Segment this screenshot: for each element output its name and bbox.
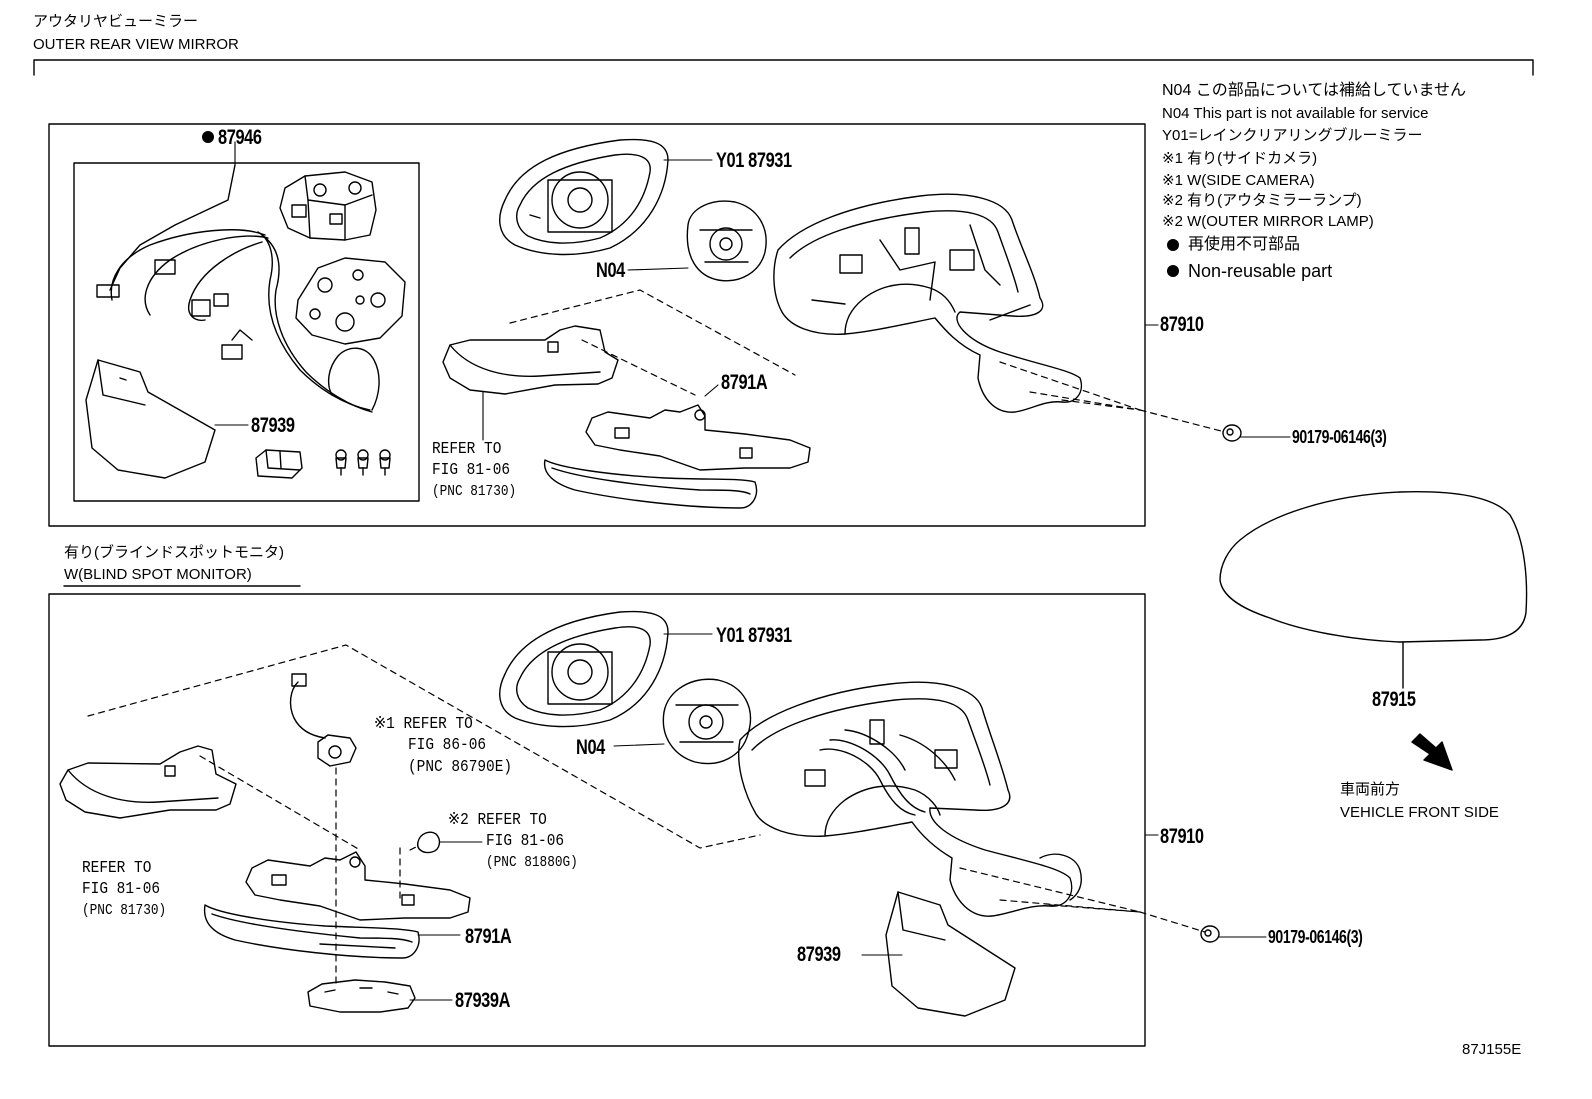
mounting-plate-icon — [296, 258, 405, 344]
label-8791a-top: 8791A — [721, 371, 768, 394]
note-k2-jp: ※2 有り(アウタミラーランプ) — [1162, 192, 1362, 209]
ref-lamp-line2: FIG 81-06 — [486, 832, 565, 851]
label-87946: 87946 — [218, 126, 262, 149]
note-y01: Y01=レインクリアリングブルーミラー — [1162, 127, 1423, 144]
top-leaders — [215, 142, 1290, 440]
label-87910-top: 87910 — [1160, 313, 1204, 336]
bottom-section-frame — [49, 594, 1145, 1046]
label-87915: 87915 — [1372, 688, 1416, 711]
mirror-actuator-bottom-icon — [663, 679, 750, 763]
label-y01-87931-top: Y01 87931 — [716, 149, 792, 172]
bottom-dashed-leaders — [88, 645, 1205, 985]
turn-signal-lens-top-icon — [545, 460, 757, 508]
note-n04-jp: N04 この部品については補給していません — [1162, 82, 1467, 99]
top-dashed-leaders — [510, 290, 1225, 432]
label-n04-top: N04 — [596, 259, 625, 282]
vehicle-front-arrow — [1412, 734, 1452, 770]
grommet-bottom-icon — [1201, 926, 1219, 942]
top-section-frame — [49, 124, 1145, 526]
mirror-glass-bottom-icon — [500, 612, 668, 727]
ref-top-line1: REFER TO — [432, 440, 502, 459]
ref-lamp-line1: ※2 REFER TO — [448, 811, 547, 830]
section2-title-en: W(BLIND SPOT MONITOR) — [64, 566, 252, 583]
label-n04-bottom: N04 — [576, 736, 605, 759]
note-k2-en: ※2 W(OUTER MIRROR LAMP) — [1162, 213, 1374, 230]
turn-signal-bracket-top-icon — [586, 405, 810, 470]
label-8791a-bottom: 8791A — [465, 925, 512, 948]
turn-signal-bracket-bottom-icon — [246, 852, 470, 920]
label-87939-bottom: 87939 — [797, 943, 841, 966]
note-n04-en: N04 This part is not available for servi… — [1162, 105, 1429, 122]
label-87939-top: 87939 — [251, 414, 295, 437]
wire-harness-icon — [97, 165, 379, 412]
direction-jp: 車両前方 — [1340, 781, 1401, 798]
mirror-glass-top-icon — [500, 140, 668, 255]
legend-dot-icon — [1167, 265, 1179, 277]
wire-harness-subbox — [74, 163, 419, 501]
note-k1-en: ※1 W(SIDE CAMERA) — [1162, 172, 1315, 189]
ref-bottom-line3: (PNC 81730) — [82, 902, 167, 919]
turn-signal-bottom-icon — [60, 746, 236, 818]
ref-camera-line1: ※1 REFER TO — [374, 715, 473, 734]
mirror-cover-icon — [1220, 492, 1527, 688]
turn-signal-top-icon — [443, 326, 618, 394]
figure-id: 87J155E — [1462, 1041, 1522, 1058]
motor-unit-icon — [280, 172, 376, 240]
label-87939a: 87939A — [455, 989, 511, 1012]
ref-top-line3: (PNC 81730) — [432, 483, 517, 500]
note-non-reusable-jp: 再使用不可部品 — [1188, 236, 1301, 253]
ref-top-line2: FIG 81-06 — [432, 461, 511, 480]
label-90179-top: 90179-06146(3) — [1292, 427, 1387, 447]
header-bracket — [34, 60, 1533, 75]
label-87910-bottom: 87910 — [1160, 825, 1204, 848]
section2-title-jp: 有り(ブラインドスポットモニタ) — [64, 544, 284, 561]
label-90179-bottom: 90179-06146(3) — [1268, 927, 1363, 947]
side-camera-icon — [291, 674, 356, 766]
ref-lamp-line3: (PNC 81880G) — [486, 854, 578, 871]
mirror-actuator-top-icon — [687, 201, 766, 281]
grommet-top-icon — [1223, 425, 1241, 441]
mirror-body-bottom-icon — [739, 682, 1082, 916]
note-k1-jp: ※1 有り(サイドカメラ) — [1162, 150, 1318, 167]
note-non-reusable-en: Non-reusable part — [1188, 261, 1333, 281]
label-y01-87931-bottom: Y01 87931 — [716, 624, 792, 647]
outer-mirror-lamp-icon — [418, 832, 440, 852]
ref-bottom-line2: FIG 81-06 — [82, 880, 161, 899]
camera-cover-icon — [308, 980, 415, 1012]
bottom-leaders — [410, 634, 1266, 1000]
ref-camera-line2: FIG 86-06 — [408, 736, 487, 755]
ref-camera-line3: (PNC 86790E) — [408, 758, 513, 777]
non-reusable-dot-icon — [202, 131, 214, 143]
connector-clip-icon — [256, 450, 302, 478]
title-en: OUTER REAR VIEW MIRROR — [33, 36, 239, 53]
turn-signal-lens-bottom-icon — [205, 905, 419, 958]
ref-bottom-line1: REFER TO — [82, 859, 152, 878]
direction-en: VEHICLE FRONT SIDE — [1340, 804, 1499, 821]
lower-cover-bottom-icon — [886, 892, 1015, 1016]
mirror-body-top-icon — [774, 194, 1081, 412]
title-jp: アウタリヤビューミラー — [33, 13, 199, 30]
mirror-housing-lower-cover-icon — [86, 360, 215, 478]
legend-dot-icon — [1167, 239, 1179, 251]
screws-icon — [336, 450, 390, 475]
